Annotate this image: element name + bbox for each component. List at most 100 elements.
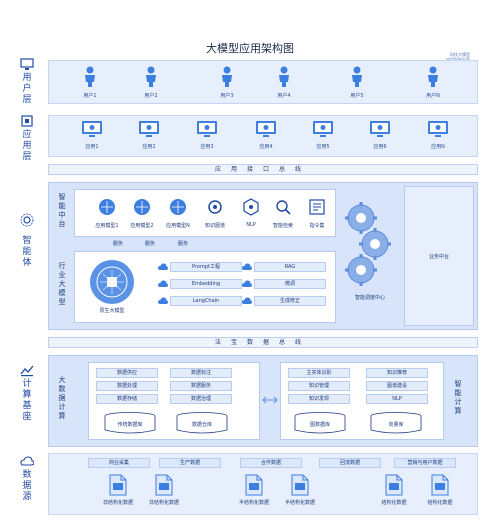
model-icon (208, 200, 222, 214)
document-icon (155, 474, 173, 496)
user-band (48, 60, 478, 104)
app-api-bar: 应用接口总线 (48, 164, 478, 175)
monitor-icon (256, 121, 276, 137)
document-icon (291, 474, 309, 496)
user-label: 用户N (426, 93, 440, 99)
database-label: 数据仓库 (191, 422, 212, 428)
business-middle-box (404, 186, 474, 326)
dispatch-center-label: 智能调度中心 (354, 295, 385, 301)
database-label: 向量库 (388, 422, 404, 428)
database-label: 传统数据库 (117, 422, 143, 428)
app-layer-label: 应用层 (22, 130, 32, 162)
smart-compute-chip: NLP (366, 394, 428, 404)
user-icon (279, 66, 289, 87)
model-icon (170, 199, 186, 215)
smart-compute-chip: 图谱建设 (366, 381, 428, 391)
database-icon (294, 412, 346, 434)
bigdata-chip: 数据存储 (96, 394, 158, 404)
model-label: 智能检索 (272, 223, 293, 229)
app-layer-icon (21, 115, 33, 127)
data-source-chip: 营销与用户数据 (394, 458, 456, 468)
data-type-label: 非结构化数据 (148, 500, 179, 506)
user-layer-icon (20, 58, 34, 70)
data-type-label: 非结构化数据 (102, 500, 133, 506)
service-label: 服务 (106, 240, 130, 247)
cloud-icon (158, 263, 168, 270)
compute-layer-icon (20, 365, 34, 377)
smart-compute-chip: 知识发现 (288, 394, 350, 404)
monitor-icon (197, 121, 217, 137)
bigdata-compute-label: 大数据计算 (58, 376, 66, 420)
document-icon (385, 474, 403, 496)
smart-compute-chip: 知识推荐 (366, 368, 428, 378)
app-label: 应用2 (142, 144, 156, 150)
app-label: 应用1 (85, 144, 99, 150)
law-data-bar: 法宝数据总线 (48, 337, 478, 348)
tool-chip: 生成修正 (254, 296, 326, 306)
app-label: 应用4 (259, 144, 273, 150)
app-label: 应用6 (373, 144, 387, 150)
model-row (74, 189, 336, 237)
database-icon (104, 412, 156, 434)
data-type-label: 半结构化数据 (284, 500, 315, 506)
cloud-icon (242, 297, 252, 304)
model-label: 知识图谱 (204, 223, 225, 229)
cloud-icon (242, 263, 252, 270)
model-icon (99, 199, 115, 215)
cloud-icon (158, 297, 168, 304)
service-label: 服务 (138, 240, 162, 247)
tool-chip: LangChain (170, 296, 242, 306)
service-label: 服务 (171, 240, 195, 247)
data-layer-icon (20, 456, 34, 466)
user-icon (85, 66, 95, 87)
compute-layer-label: 计算基座 (22, 379, 32, 422)
industry-model-label: 行业大模型 (58, 262, 66, 306)
corner-line: 科技大模型 (450, 52, 470, 57)
app-label: 应用3 (200, 144, 214, 150)
bigdata-chip: 数据治理 (170, 394, 232, 404)
base-model-label: 原生大模型 (99, 308, 125, 314)
model-icon (276, 200, 291, 215)
model-label: 应用模型2 (130, 223, 154, 229)
data-type-label: 结构化数据 (427, 500, 453, 506)
bigdata-chip: 数据服务 (170, 381, 232, 391)
user-label: 用户3 (220, 93, 234, 99)
user-label: 用户4 (277, 93, 291, 99)
tool-chip: Embedding (170, 279, 242, 289)
data-source-chip: 商业采集 (88, 458, 150, 468)
model-label: 指令集 (309, 223, 325, 229)
monitor-icon (313, 121, 333, 137)
monitor-icon (370, 121, 390, 137)
exchange-arrow-icon (262, 396, 278, 404)
user-label: 用户2 (144, 93, 158, 99)
user-icon (428, 66, 438, 87)
user-icon (352, 66, 362, 87)
smart-middle-label: 智能中台 (58, 193, 66, 228)
data-source-chip: 回流数据 (319, 458, 381, 468)
tool-chip: Prompt工程 (170, 262, 242, 272)
model-label: 应用模型N (166, 223, 190, 229)
tool-chip: 微调 (254, 279, 326, 289)
business-middle-label: 业务中台 (428, 254, 449, 260)
user-label: 用户5 (350, 93, 364, 99)
smart-compute-chip: 主实体识别 (288, 368, 350, 378)
page-title: 大模型应用架构图 (206, 42, 294, 55)
model-icon (309, 199, 325, 215)
bigdata-chip: 数据处理 (96, 381, 158, 391)
brain-icon (90, 260, 134, 304)
data-type-label: 结构化数据 (381, 500, 407, 506)
document-icon (109, 474, 127, 496)
user-layer-label: 用户层 (22, 73, 32, 105)
bigdata-chip: 数据标注 (170, 368, 232, 378)
cloud-icon (158, 280, 168, 287)
bigdata-chip: 数据供应 (96, 368, 158, 378)
smart-compute-label: 智能计算 (454, 380, 462, 415)
user-label: 用户1 (83, 93, 97, 99)
corner-line: 应用架构方案 (446, 57, 470, 62)
model-icon (134, 199, 150, 215)
model-label: NLP (246, 222, 256, 228)
data-layer-label: 数据源 (22, 470, 32, 502)
gears-icon (345, 202, 391, 286)
user-icon (222, 66, 232, 87)
ai-layer-icon (20, 213, 34, 227)
